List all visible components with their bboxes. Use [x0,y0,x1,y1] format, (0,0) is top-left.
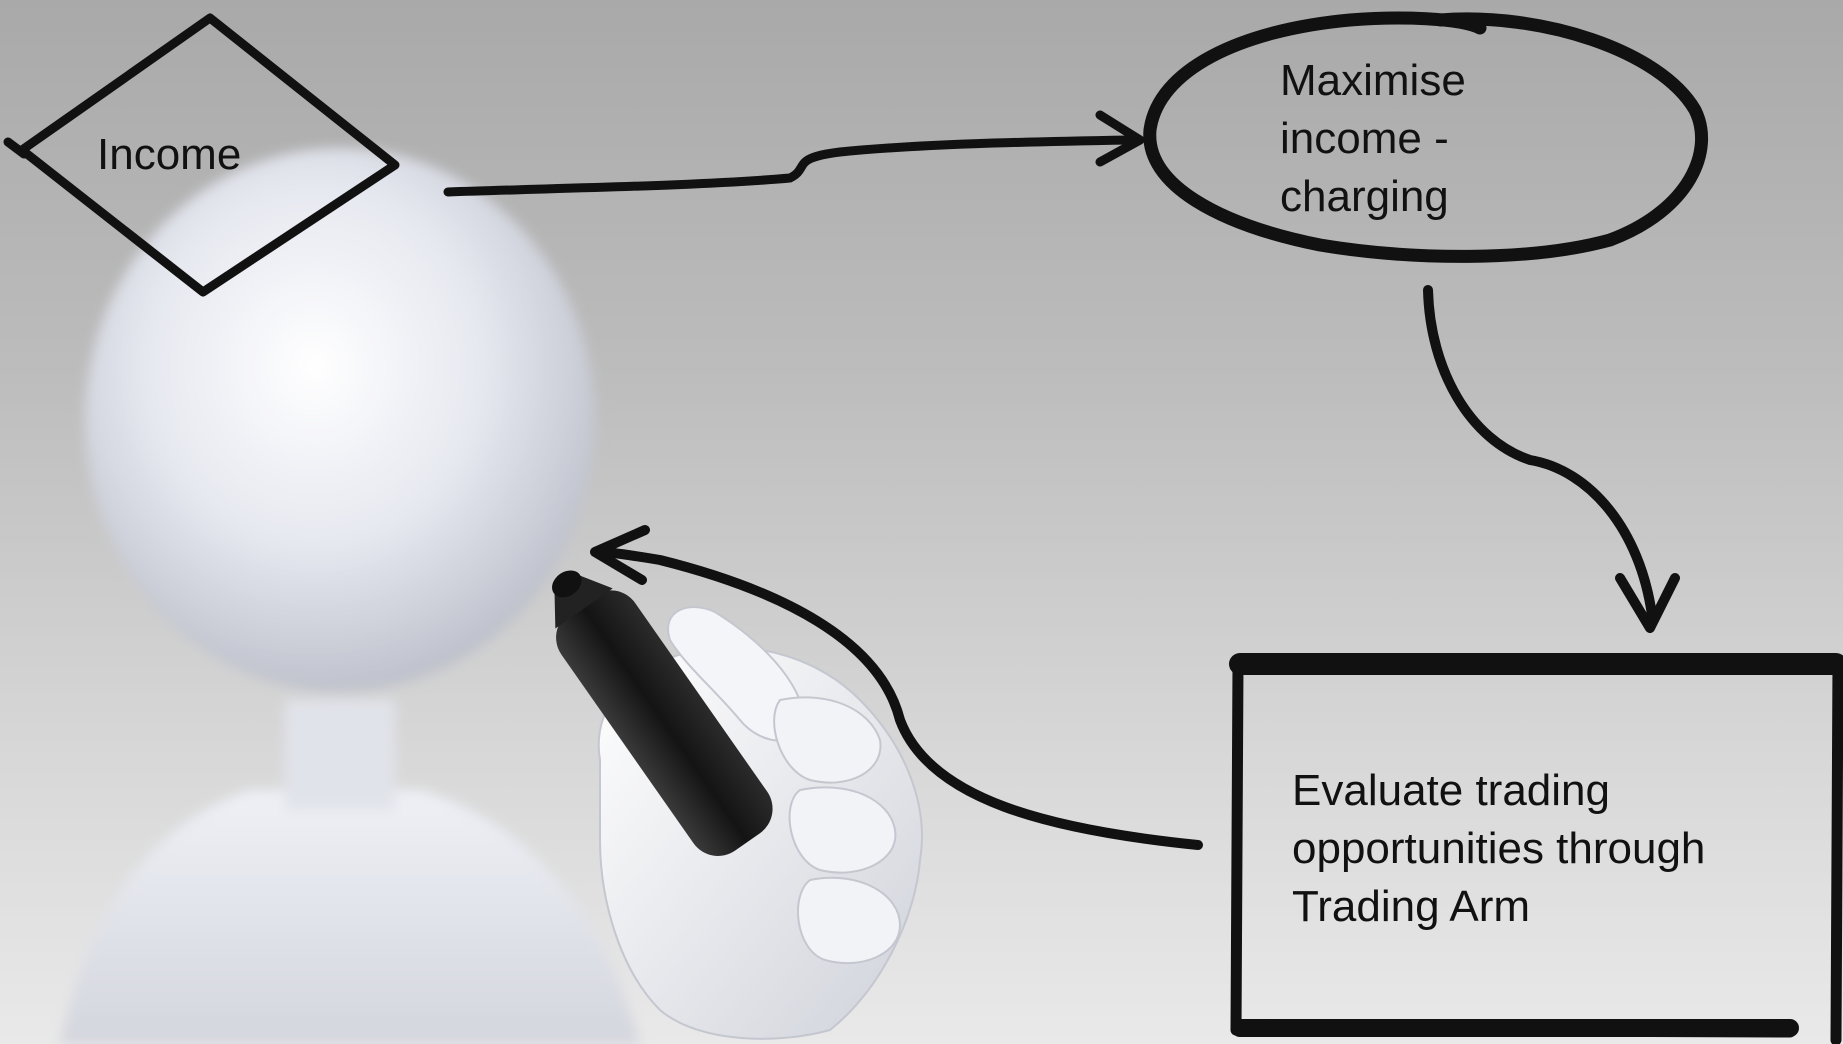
hand-finger-3 [797,876,902,965]
arrowhead-evaluate [1615,573,1680,633]
marker-pen-icon [552,570,773,856]
figure-body [60,790,640,1044]
figure-head [85,148,595,692]
stick-figure-icon [60,148,640,1044]
arrowhead-head [590,525,650,585]
evaluate-node-label: Evaluate trading opportunities through T… [1292,766,1706,931]
figure-neck [285,700,395,810]
arrow-maximise-to-evaluate [1423,285,1657,620]
income-node-label: Income [97,130,242,179]
hand-finger-1 [773,696,882,784]
arrow-evaluate-to-head [595,547,1203,850]
maximise-node-label: Maximise income - charging [1280,56,1466,221]
arrowhead-maximise [1095,110,1145,167]
arrow-income-to-maximise [443,135,1135,197]
hand-finger-2 [788,786,897,874]
marker-nib [552,570,582,598]
marker-body [556,590,773,856]
maximise-ellipse [1143,11,1709,263]
income-diamond [3,13,400,297]
